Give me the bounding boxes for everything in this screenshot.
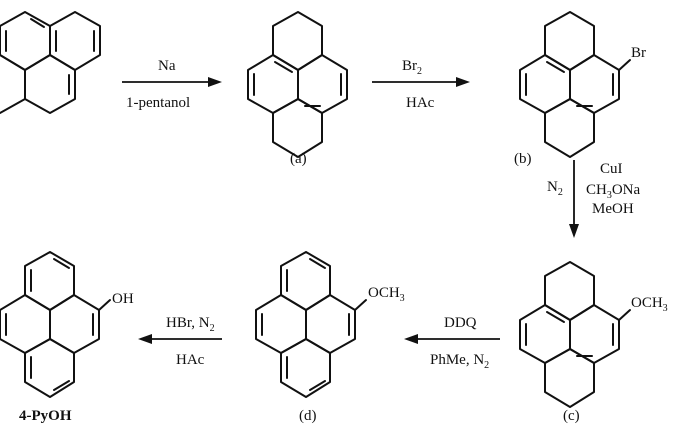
- product-structure: OH 4-PyOH: [0, 251, 134, 424]
- step4-reagent-bottom: PhMe, N2: [430, 352, 489, 371]
- step3-reagent-3: MeOH: [592, 201, 634, 217]
- step2-reagent-top: Br2: [402, 58, 422, 77]
- compound-b-label: (b): [514, 151, 532, 167]
- compound-b-substituent: Br: [631, 45, 646, 61]
- product-substituent: OH: [112, 291, 134, 307]
- compound-c-substituent: OCH3: [631, 295, 668, 314]
- compound-d-structure: OCH3 (d): [255, 251, 405, 424]
- compound-b-structure: Br (b): [514, 11, 646, 167]
- step1-reagent-top: Na: [158, 58, 176, 74]
- arrow-step-3: N2 CuI CH3ONa MeOH: [547, 160, 641, 238]
- step5-reagent-top: HBr, N2: [166, 315, 215, 334]
- compound-a-structure: (a): [247, 11, 348, 167]
- arrow-step-2: Br2 HAc: [372, 58, 470, 111]
- pyrene-structure: [0, 11, 101, 114]
- step1-reagent-bottom: 1-pentanol: [126, 95, 190, 111]
- step3-reagent-1: CuI: [600, 161, 623, 177]
- arrow-step-5: HBr, N2 HAc: [138, 315, 222, 368]
- step3-reagent-left: N2: [547, 179, 563, 198]
- compound-d-label: (d): [299, 408, 317, 424]
- compound-d-substituent: OCH3: [368, 285, 405, 304]
- compound-a-label: (a): [290, 151, 307, 167]
- step4-reagent-top: DDQ: [444, 315, 477, 331]
- step3-reagent-2: CH3ONa: [586, 182, 641, 201]
- arrow-step-1: Na 1-pentanol: [122, 58, 222, 111]
- step5-reagent-bottom: HAc: [176, 352, 205, 368]
- compound-c-structure: OCH3 (c): [519, 261, 668, 424]
- step2-reagent-bottom: HAc: [406, 95, 435, 111]
- compound-c-label: (c): [563, 408, 580, 424]
- product-label: 4-PyOH: [19, 408, 72, 424]
- arrow-step-4: DDQ PhMe, N2: [404, 315, 500, 371]
